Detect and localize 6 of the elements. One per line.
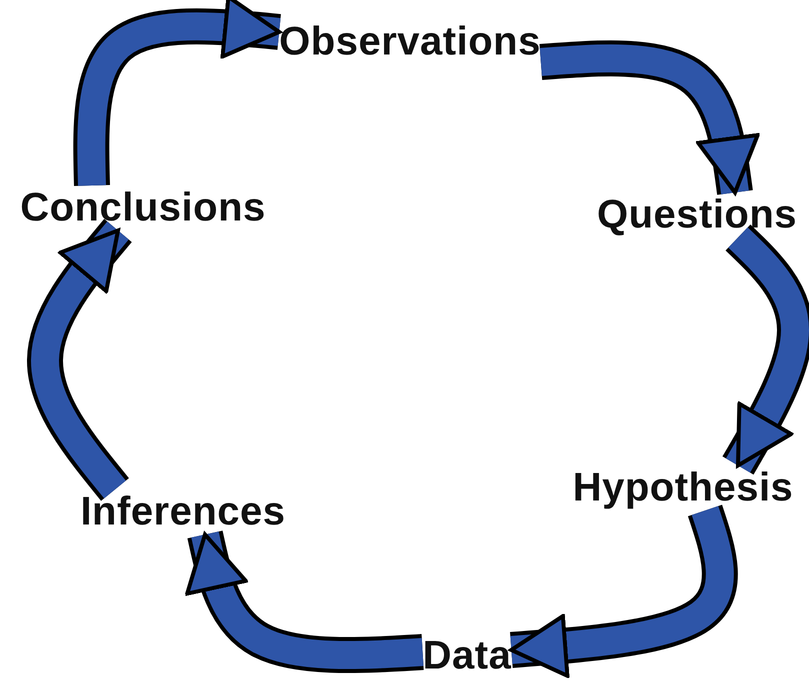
step-label: Hypothesis bbox=[572, 466, 794, 510]
step-label: Data bbox=[422, 634, 512, 678]
step-label: Questions bbox=[596, 192, 798, 238]
step-label: Observations bbox=[279, 20, 541, 64]
step-label: Inferences bbox=[80, 490, 286, 534]
step-label: Conclusions bbox=[20, 186, 266, 230]
